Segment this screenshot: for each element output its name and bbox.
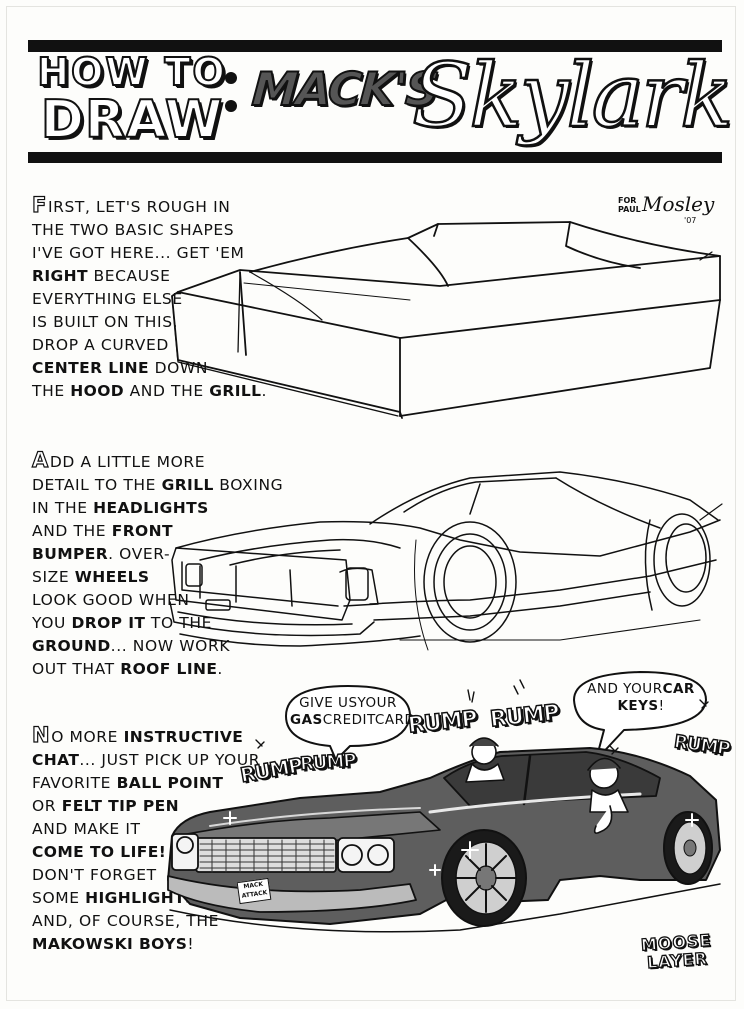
- step2-text: ADD A LITTLE MORE DETAIL TO THE GRILL BOX…: [31, 448, 284, 681]
- step2-car-sketch: [169, 471, 723, 651]
- text-line: IS BUILT ON THIS.: [32, 313, 179, 331]
- text-line: DETAIL TO THE GRILL BOXING: [32, 476, 284, 494]
- text-line: AND THE FRONT: [32, 522, 173, 540]
- sound-effect-rump: RUMP: [299, 749, 357, 775]
- step1-text: FIRST, LET'S ROUGH IN THE TWO BASIC SHAPE…: [31, 193, 267, 403]
- text-line: OR FELT TIP PEN: [32, 797, 179, 815]
- banner-bar-bottom: [28, 152, 722, 163]
- text-line: CAR KEYS!: [617, 681, 695, 714]
- text-line: COME TO LIFE!: [32, 843, 167, 861]
- text-line: AND, OF COURSE, THE: [32, 912, 219, 930]
- step3-finished-car: [167, 679, 721, 933]
- speech-bubble-gas: GIVE USYOUR GASCREDITCARD...: [290, 695, 429, 729]
- text-line: DON'T FORGET: [32, 866, 157, 884]
- text-line: SIZE WHEELS: [32, 568, 150, 586]
- text-line: AND YOUR: [587, 681, 663, 697]
- text-line: GROUND... NOW WORK: [32, 637, 231, 655]
- text-line: THE TWO BASIC SHAPES: [32, 221, 235, 239]
- title-skylark: Skylark: [411, 43, 735, 149]
- text-line: CHAT... JUST PICK UP YOUR: [32, 751, 261, 769]
- text-line: LOOK GOOD WHEN: [32, 591, 190, 609]
- text-line: SOME HIGHLIGHTS: [32, 889, 197, 907]
- text-line: DD A LITTLE MORE: [49, 453, 206, 471]
- text-line: GIVE US: [299, 695, 358, 711]
- text-line: O MORE INSTRUCTIVE: [51, 728, 244, 746]
- speech-bubbles: [285, 671, 707, 761]
- text-line: THE HOOD AND THE GRILL.: [32, 382, 267, 400]
- text-line: EVERYTHING ELSE: [32, 290, 183, 308]
- banner-bar-top: [28, 40, 722, 52]
- title-how-to: HOW TO: [36, 49, 227, 95]
- text-line: I'VE GOT HERE... GET 'EM: [32, 244, 245, 262]
- step1-box-sketch: [171, 221, 721, 419]
- text-line: AND MAKE IT: [32, 820, 141, 838]
- title-colon: [225, 72, 239, 116]
- artist-logo: MOOSE LAYER: [640, 930, 713, 973]
- signature-name: Mosley: [642, 192, 715, 216]
- text-line: FAVORITE BALL POINT: [32, 774, 224, 792]
- text-line: IN THE HEADLIGHTS: [32, 499, 209, 517]
- speech-bubble-keys: AND YOURCAR KEYS!: [582, 681, 700, 715]
- text-line: IRST, LET'S ROUGH IN: [47, 198, 231, 216]
- text-line: RIGHT BECAUSE: [32, 267, 171, 285]
- page-border: [6, 6, 736, 1001]
- text-line: CREDITCARD...: [322, 712, 430, 728]
- step1-dropcap: F: [31, 193, 47, 217]
- step3-text: NO MORE INSTRUCTIVE CHAT... JUST PICK UP …: [31, 723, 261, 956]
- text-line: YOUR GAS: [290, 695, 397, 728]
- title-draw: DRAW: [40, 89, 224, 151]
- step2-dropcap: A: [31, 448, 49, 472]
- step3-dropcap: N: [31, 723, 51, 747]
- signature-year: '07: [684, 216, 697, 225]
- text-line: DROP A CURVED: [32, 336, 169, 354]
- text-line: MAKOWSKI BOYS!: [32, 935, 195, 953]
- text-line: BUMPER. OVER-: [32, 545, 171, 563]
- text-line: OUT THAT ROOF LINE.: [32, 660, 223, 678]
